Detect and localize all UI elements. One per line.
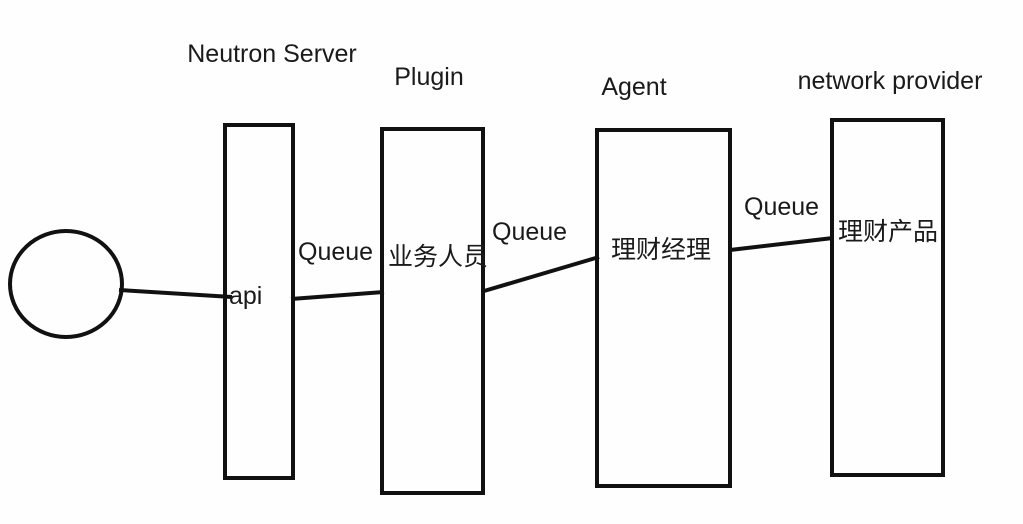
node-inner-label-agent: 理财经理 [611,236,712,264]
node-title-neutron-server: Neutron Server [187,40,357,68]
edge-label-queue-2: Queue [492,218,568,246]
node-box-agent [595,128,732,488]
node-title-agent: Agent [601,73,667,101]
node-title-network-provider: network provider [797,67,983,95]
edge-plugin-to-agent [483,255,600,293]
node-box-network-provider [830,118,945,477]
edge-label-queue-3: Queue [744,193,820,221]
node-title-plugin: Plugin [394,63,464,91]
edge-neutron-to-plugin [290,290,385,301]
edge-client-to-neutron [118,288,233,299]
node-inner-label-api: api [229,282,263,310]
edge-label-queue-1: Queue [298,238,374,266]
client-circle [8,229,124,339]
node-box-plugin [380,127,485,495]
node-inner-label-network-provider: 理财产品 [838,218,939,246]
node-inner-label-plugin: 业务人员 [388,243,489,271]
node-box-neutron-server [223,123,295,480]
edge-agent-to-network [729,236,834,252]
